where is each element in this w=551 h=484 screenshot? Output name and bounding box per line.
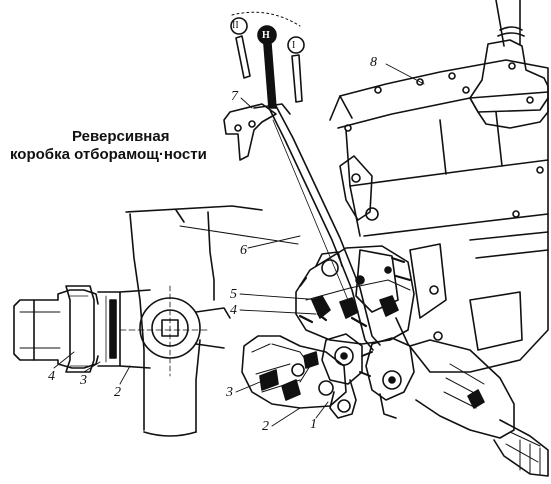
side-callout-4: 4 xyxy=(48,369,55,384)
shaft-assembly xyxy=(13,285,231,377)
gearshift-tower xyxy=(462,0,549,129)
callout-5: 5 xyxy=(230,287,237,302)
gear-selector xyxy=(230,11,305,103)
pto-box xyxy=(295,245,415,345)
position-marker-right xyxy=(291,54,303,103)
side-callout-2: 2 xyxy=(114,385,121,400)
position-marker-left xyxy=(235,35,251,79)
lever-bracket xyxy=(223,103,291,161)
callout-1: 1 xyxy=(310,417,317,432)
callout-7: 7 xyxy=(231,89,238,104)
output-housing xyxy=(241,335,347,409)
output-shaft xyxy=(409,339,549,477)
gearbox-housing xyxy=(329,59,549,373)
callout-2: 2 xyxy=(262,419,269,434)
callout-4: 4 xyxy=(230,303,237,318)
gear-position-label-left: II xyxy=(232,20,239,31)
shift-lever xyxy=(263,43,381,351)
callout-8: 8 xyxy=(370,55,377,70)
caption-line-2: коробка отборамощ·ности xyxy=(10,146,207,163)
leader-lines xyxy=(53,63,425,427)
side-callout-3: 3 xyxy=(80,373,87,388)
linkage xyxy=(321,333,415,419)
caption-line-1: Реверсивная xyxy=(72,128,170,145)
callout-6: 6 xyxy=(240,243,247,258)
gear-position-label-right: I xyxy=(292,40,296,51)
callout-3: 3 xyxy=(226,385,233,400)
frame-member xyxy=(125,205,299,437)
gear-position-label-center: Н xyxy=(262,30,270,41)
